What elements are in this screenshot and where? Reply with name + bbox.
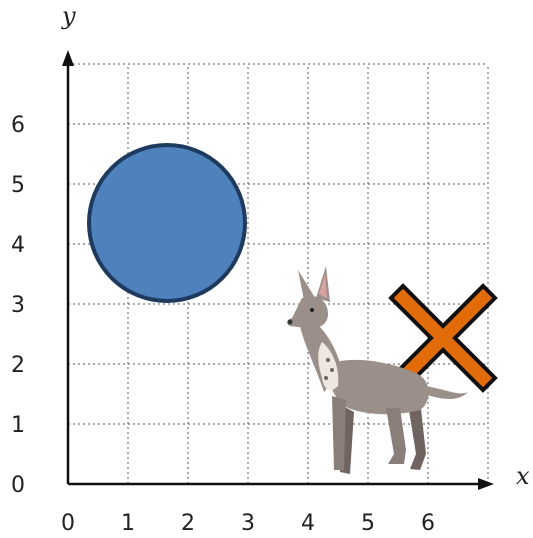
y-tick-label: 0 (11, 473, 25, 498)
y-tick-label: 3 (11, 293, 25, 318)
x-axis-arrow (478, 478, 494, 490)
blue-circle (87, 143, 247, 303)
y-axis-label: y (61, 2, 76, 30)
y-tick-label: 1 (11, 413, 25, 438)
grid (68, 63, 489, 484)
y-tick-label: 2 (11, 353, 25, 378)
dog-illustration (287, 266, 468, 474)
y-tick-labels: 0 1 2 3 4 5 6 (11, 113, 25, 498)
x-tick-label: 1 (121, 511, 135, 536)
x-tick-labels: 0 1 2 3 4 5 6 (61, 511, 435, 536)
x-tick-label: 3 (241, 511, 255, 536)
x-tick-label: 5 (361, 511, 375, 536)
x-tick-label: 6 (421, 511, 435, 536)
y-tick-label: 6 (11, 113, 25, 138)
x-tick-label: 0 (61, 511, 75, 536)
y-axis-arrow (62, 50, 74, 66)
x-tick-label: 4 (301, 511, 315, 536)
x-axis-label: x (516, 462, 530, 490)
y-tick-label: 5 (11, 173, 25, 198)
y-tick-label: 4 (11, 233, 25, 258)
x-tick-label: 2 (181, 511, 195, 536)
